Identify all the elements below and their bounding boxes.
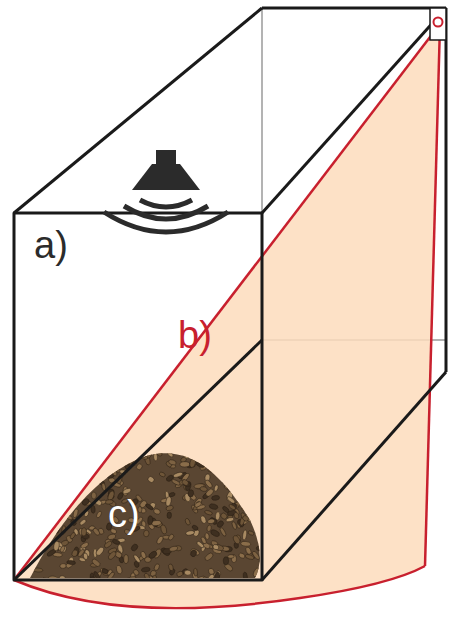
sensor-eye [434,18,443,27]
beam-edge [425,24,440,566]
beam-edge [14,24,440,580]
pellet-pile [30,453,260,578]
speaker-symbol [104,150,228,232]
part-label: a) [34,226,68,264]
part-label: b) [178,316,212,354]
bin-outline [14,8,446,580]
part-label: c) [108,495,140,533]
sensor-housing [430,8,446,40]
beam-fan [14,24,440,608]
pellet-texture [24,445,268,586]
